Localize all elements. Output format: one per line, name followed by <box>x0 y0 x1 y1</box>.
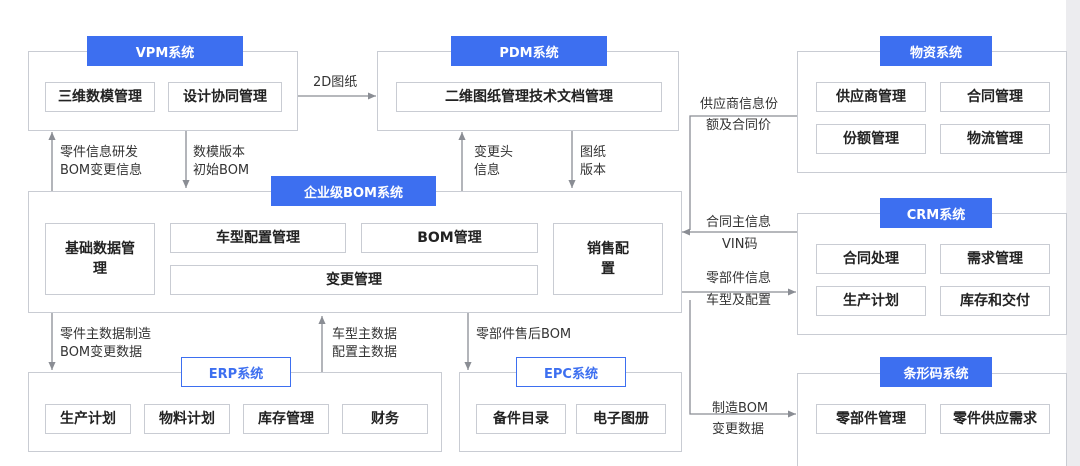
wuzi-item-contract: 合同管理 <box>940 82 1050 112</box>
crm-item-production-plan: 生产计划 <box>816 286 926 316</box>
flow-label-wuzi-bom-1: 供应商信息份 <box>700 97 779 112</box>
arrow-wuzi-bom <box>689 115 798 230</box>
flow-label-2d-drawing: 2D图纸 <box>313 75 358 90</box>
flow-label-bom-vpm-2: BOM变更信息 <box>60 163 143 178</box>
bom-item-change-manage: 变更管理 <box>170 265 538 295</box>
flow-label-bom-epc: 零部件售后BOM <box>476 327 572 342</box>
flow-label-bom-erp-1: 零件主数据制造 <box>60 327 152 342</box>
erp-item-finance: 财务 <box>342 404 428 434</box>
pdm-system-title: PDM系统 <box>451 36 607 66</box>
erp-item-material-plan: 物料计划 <box>144 404 230 434</box>
erp-item-production-plan: 生产计划 <box>45 404 131 434</box>
vpm-item-3d-model: 三维数模管理 <box>45 82 155 112</box>
wuzi-system-title: 物资系统 <box>880 36 992 66</box>
bom-item-sales-config: 销售配置 <box>553 223 663 295</box>
vpm-system-title: VPM系统 <box>87 36 243 66</box>
flow-label-wuzi-bom-2: 额及合同价 <box>706 118 772 133</box>
flow-label-bom-crm-2: 车型及配置 <box>706 293 772 308</box>
flow-label-bom-crm-1: 零部件信息 <box>706 271 772 286</box>
pdm-item-drawing-doc: 二维图纸管理技术文档管理 <box>396 82 662 112</box>
crm-item-inventory-delivery: 库存和交付 <box>940 286 1050 316</box>
flow-label-bom-vpm-1: 零件信息研发 <box>60 145 139 160</box>
flow-label-vpm-bom-2: 初始BOM <box>193 163 250 178</box>
barcode-system-title: 条形码系统 <box>880 357 992 387</box>
crm-item-demand: 需求管理 <box>940 244 1050 274</box>
crm-item-contract: 合同处理 <box>816 244 926 274</box>
flow-label-bom-barcode-2: 变更数据 <box>712 422 765 437</box>
flow-label-bom-pdm-2: 信息 <box>474 163 501 178</box>
flow-label-pdm-bom-1: 图纸 <box>580 145 607 160</box>
arrow-bom-barcode <box>689 300 796 418</box>
wuzi-item-supplier: 供应商管理 <box>816 82 926 112</box>
flow-label-crm-bom-1: 合同主信息 <box>706 215 772 230</box>
barcode-item-parts: 零部件管理 <box>816 404 926 434</box>
barcode-item-supply-demand: 零件供应需求 <box>940 404 1050 434</box>
erp-item-inventory: 库存管理 <box>243 404 329 434</box>
flow-label-bom-erp-2: BOM变更数据 <box>60 345 143 360</box>
bom-item-vehicle-config: 车型配置管理 <box>170 223 346 253</box>
flow-label-bom-pdm-1: 变更头 <box>474 145 514 160</box>
vpm-item-design-collab: 设计协同管理 <box>168 82 282 112</box>
flow-label-crm-bom-2: VIN码 <box>722 237 758 252</box>
flow-label-pdm-bom-2: 版本 <box>580 163 607 178</box>
wuzi-item-quota: 份额管理 <box>816 124 926 154</box>
epc-item-parts-catalog: 备件目录 <box>476 404 566 434</box>
page-right-edge <box>1066 0 1080 466</box>
flow-label-bom-barcode-1: 制造BOM <box>712 401 769 416</box>
wuzi-item-logistics: 物流管理 <box>940 124 1050 154</box>
wuzi-system-box <box>797 51 1067 173</box>
flow-label-vpm-bom-1: 数模版本 <box>193 145 246 160</box>
flow-label-erp-bom-1: 车型主数据 <box>332 327 398 342</box>
flow-label-erp-bom-2: 配置主数据 <box>332 345 398 360</box>
crm-system-title: CRM系统 <box>880 198 992 228</box>
bom-item-base-data: 基础数据管理 <box>45 223 155 295</box>
epc-system-title: EPC系统 <box>516 357 626 387</box>
epc-item-e-album: 电子图册 <box>576 404 666 434</box>
bom-system-title: 企业级BOM系统 <box>271 176 436 206</box>
bom-item-bom-manage: BOM管理 <box>361 223 538 253</box>
erp-system-title: ERP系统 <box>181 357 291 387</box>
crm-system-box <box>797 213 1067 335</box>
